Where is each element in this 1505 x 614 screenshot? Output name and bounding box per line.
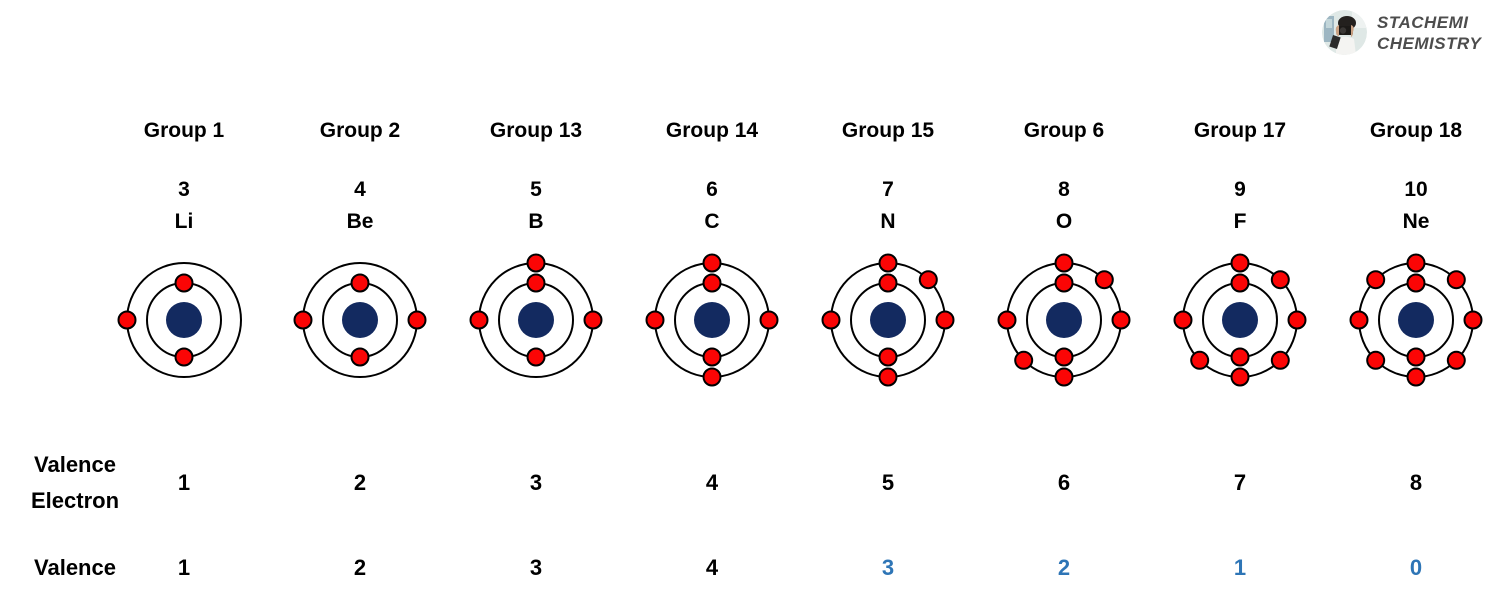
valence-value: 0 [1409,555,1423,580]
group-label: Group 6 [1023,119,1105,142]
valence-electron-row-label: Valence Electron [30,452,120,513]
atomic-number: 10 [1404,178,1428,201]
brand-name-line2: CHEMISTRY [1377,33,1482,53]
valence-electron-value: 1 [177,470,191,495]
valence-electron-value: 7 [1233,470,1247,495]
valence-electron-value: 3 [529,470,543,495]
element-symbol: Ne [1402,210,1430,233]
element-column-be: Group 2 4 Be 2 2 [272,0,448,580]
valence-value: 1 [1233,555,1247,580]
brand-name-line1: STACHEMI [1377,12,1469,32]
brand-avatar-image [1322,10,1367,55]
element-column-li: Group 1 3 Li 1 1 [96,0,272,580]
valence-value: 1 [177,555,191,580]
valence-electron-value: 6 [1057,470,1071,495]
brand-name: STACHEMI CHEMISTRY [1377,12,1481,54]
group-label: Group 1 [143,119,225,142]
atomic-number: 7 [882,178,894,201]
bohr-diagram-be [292,252,428,388]
element-symbol: F [1233,210,1247,233]
group-label: Group 15 [841,119,935,142]
bohr-diagram-c [644,252,780,388]
group-label: Group 17 [1193,119,1287,142]
atomic-number: 5 [530,178,542,201]
bohr-diagram-li [116,252,252,388]
atomic-number: 4 [354,178,366,201]
valence-electron-value: 2 [353,470,367,495]
atomic-number: 9 [1234,178,1246,201]
group-label: Group 2 [319,119,401,142]
element-symbol: Li [174,210,194,233]
photographer-avatar-icon [1322,10,1367,55]
element-column-o: Group 6 8 O 6 2 [976,0,1152,580]
bohr-diagram-b [468,252,604,388]
valence-electron-value: 8 [1409,470,1423,495]
element-symbol: B [528,210,544,233]
element-column-ne: Group 18 10 Ne 8 0 [1328,0,1504,580]
valence-electron-value: 5 [881,470,895,495]
valence-value: 2 [353,555,367,580]
atomic-number: 6 [706,178,718,201]
element-columns: Group 1 3 Li 1 1 Group 2 4 Be 2 2 Group … [96,0,1504,580]
valence-electron-value: 4 [705,470,719,495]
element-symbol: Be [346,210,374,233]
element-symbol: C [704,210,720,233]
element-symbol: N [880,210,896,233]
group-label: Group 13 [489,119,583,142]
element-column-c: Group 14 6 C 4 4 [624,0,800,580]
atomic-number: 3 [178,178,190,201]
group-label: Group 18 [1369,119,1463,142]
group-label: Group 14 [665,119,759,142]
bohr-diagram-ne [1348,252,1484,388]
valence-value: 2 [1057,555,1071,580]
valence-value: 3 [881,555,895,580]
valence-row-label: Valence [34,555,116,580]
valence-value: 3 [529,555,543,580]
element-symbol: O [1055,210,1073,233]
element-column-b: Group 13 5 B 3 3 [448,0,624,580]
brand-logo: STACHEMI CHEMISTRY [1322,10,1481,55]
valence-value: 4 [705,555,719,580]
element-column-n: Group 15 7 N 5 3 [800,0,976,580]
bohr-diagram-f [1172,252,1308,388]
element-column-f: Group 17 9 F 7 1 [1152,0,1328,580]
atomic-number: 8 [1058,178,1070,201]
bohr-diagram-o [996,252,1132,388]
bohr-diagram-n [820,252,956,388]
